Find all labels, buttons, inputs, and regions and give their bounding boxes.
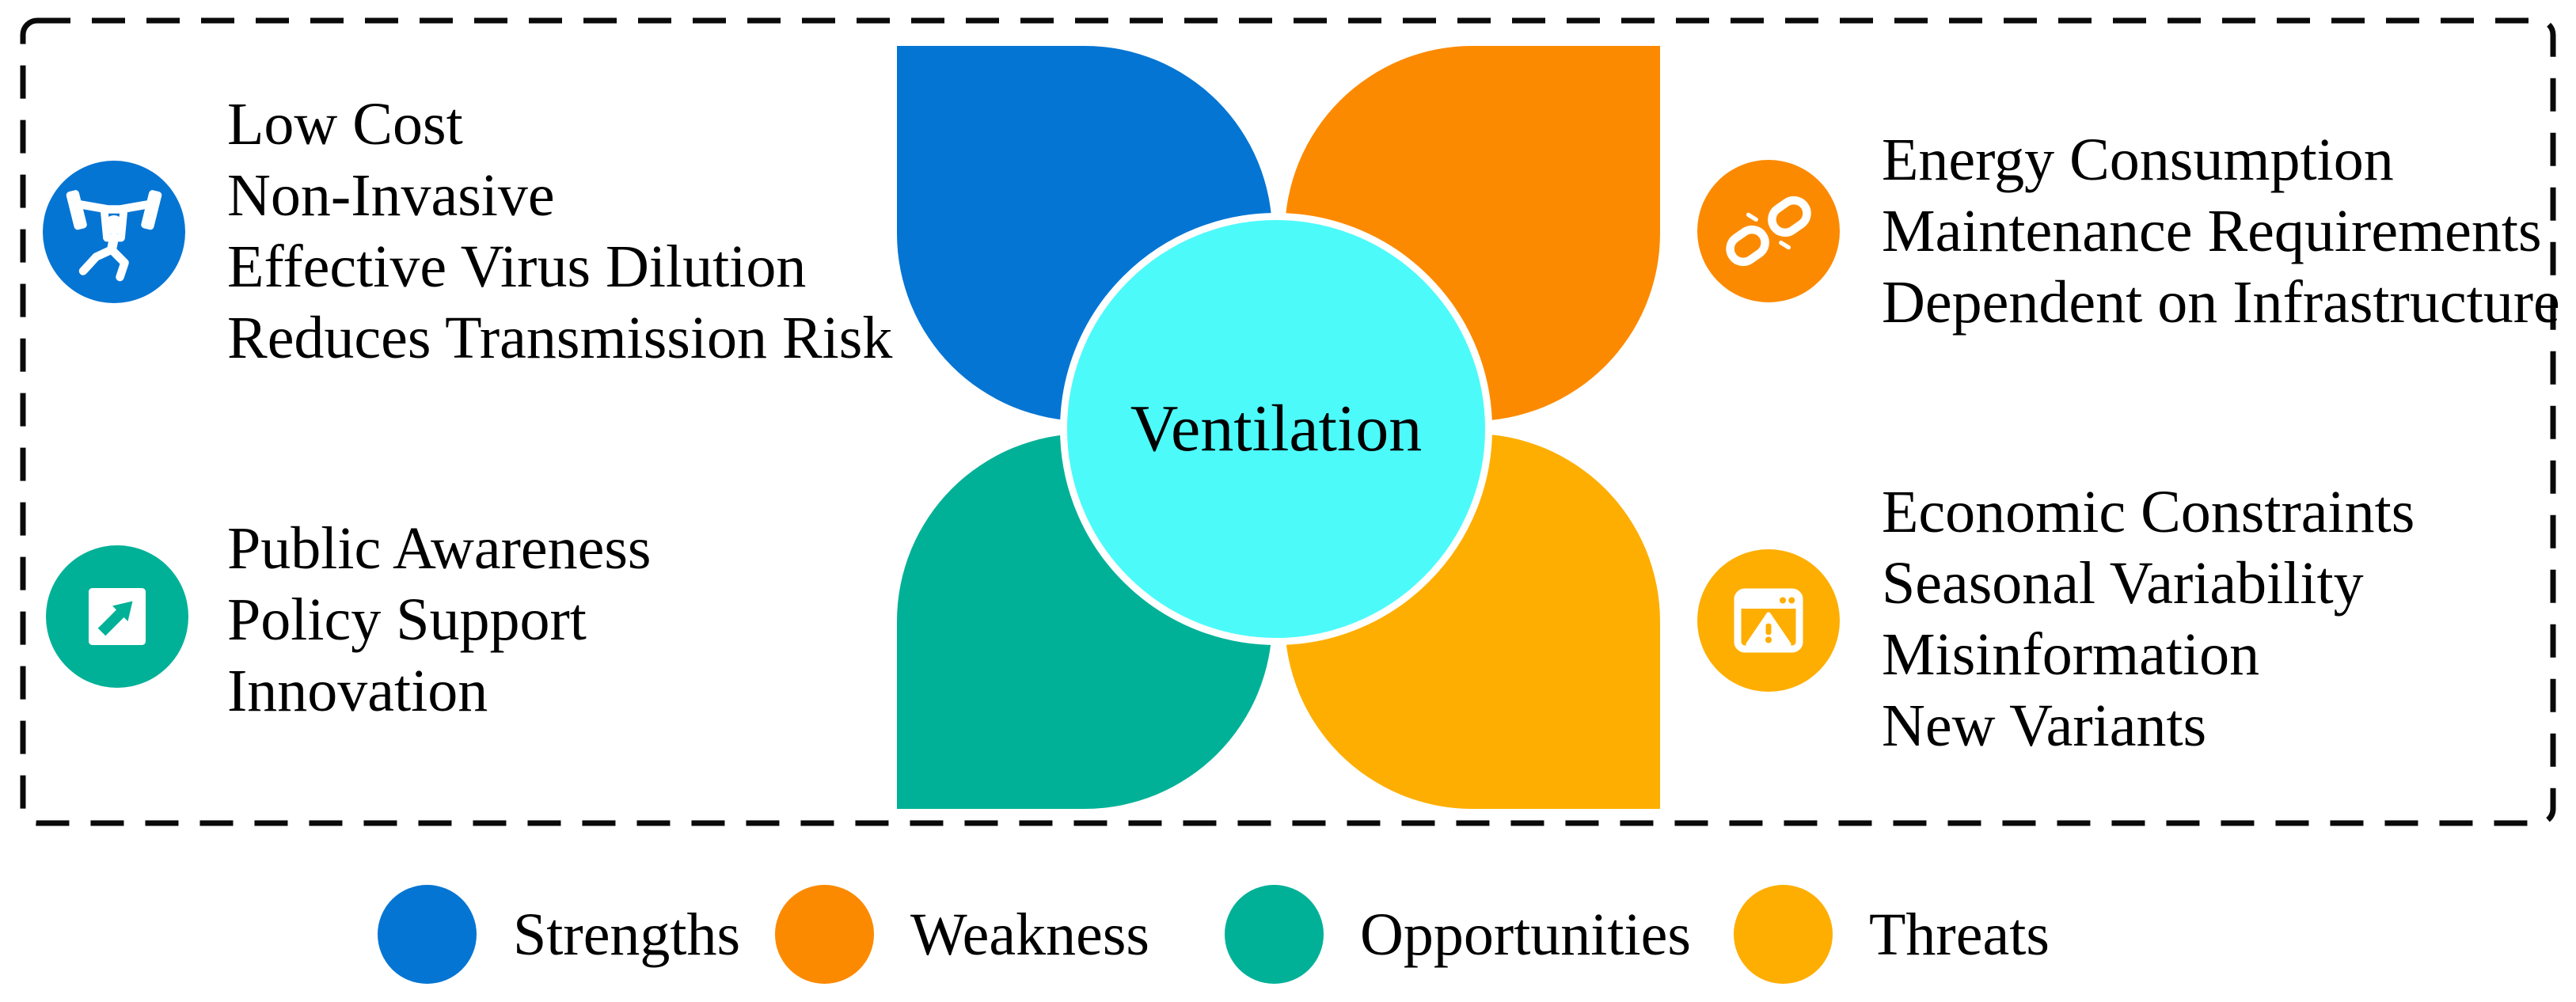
strengths-badge (43, 161, 185, 303)
threats-legend-swatch (1734, 885, 1833, 984)
strengths-item: Effective Virus Dilution (227, 233, 807, 300)
legend-item-opportunities: Opportunities (1225, 885, 1691, 984)
strengths-item: Low Cost (227, 91, 463, 158)
weightlifter-icon (55, 173, 173, 291)
opportunities-legend-label: Opportunities (1360, 901, 1691, 968)
browser-warning-icon (1709, 561, 1828, 680)
opportunities-text-block: Public Awareness Policy Support Innovati… (227, 513, 652, 727)
weakness-legend-label: Weakness (910, 901, 1149, 968)
threats-badge (1697, 549, 1840, 692)
opportunities-item: Innovation (227, 658, 488, 724)
opportunities-item: Public Awareness (227, 515, 652, 582)
opportunities-item: Policy Support (227, 586, 587, 653)
opportunities-legend-swatch (1225, 885, 1324, 984)
legend-item-weakness: Weakness (775, 885, 1149, 984)
center-title: Ventilation (1130, 392, 1423, 465)
strengths-legend-swatch (378, 885, 477, 984)
strengths-legend-label: Strengths (513, 901, 741, 968)
weakness-item: Dependent on Infrastructure (1882, 269, 2560, 336)
threats-text-block: Economic Constraints Seasonal Variabilit… (1882, 476, 2415, 761)
opportunities-badge (46, 545, 188, 688)
strengths-item: Non-Invasive (227, 162, 555, 229)
weakness-item: Energy Consumption (1882, 127, 2394, 193)
weakness-item: Maintenance Requirements (1882, 198, 2542, 264)
trend-arrow-icon (58, 557, 177, 676)
strengths-text-block: Low Cost Non-Invasive Effective Virus Di… (227, 89, 892, 374)
center-circle: Ventilation (1060, 213, 1492, 645)
threats-legend-label: Threats (1869, 901, 2050, 968)
threats-item: Economic Constraints (1882, 479, 2415, 545)
legend-item-strengths: Strengths (378, 885, 740, 984)
broken-link-icon (1709, 172, 1828, 290)
threats-item: Seasonal Variability (1882, 550, 2364, 617)
strengths-item: Reduces Transmission Risk (227, 305, 893, 371)
weakness-legend-swatch (775, 885, 874, 984)
legend-item-threats: Threats (1734, 885, 2050, 984)
weakness-text-block: Energy Consumption Maintenance Requireme… (1882, 124, 2560, 338)
threats-item: Misinformation (1882, 621, 2260, 688)
weakness-badge (1697, 160, 1840, 302)
threats-item: New Variants (1882, 693, 2207, 759)
